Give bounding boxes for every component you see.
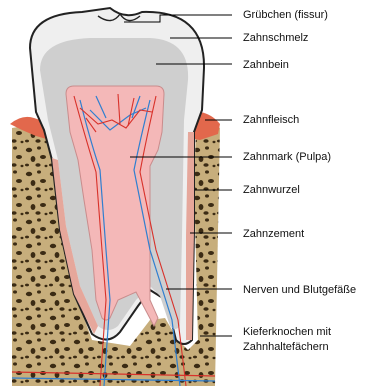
- label-jawbone-line2: Zahnhaltefächern: [243, 341, 329, 353]
- label-gum: Zahnfleisch: [243, 114, 299, 126]
- label-fissure: Grübchen (fissur): [243, 9, 328, 21]
- label-dentin: Zahnbein: [243, 59, 289, 71]
- label-cementum: Zahnzement: [243, 228, 304, 240]
- label-pulp: Zahnmark (Pulpa): [243, 151, 331, 163]
- label-nerves: Nerven und Blutgefäße: [243, 284, 356, 296]
- label-enamel: Zahnschmelz: [243, 32, 308, 44]
- label-root: Zahnwurzel: [243, 184, 300, 196]
- label-jawbone-line1: Kieferknochen mit: [243, 326, 331, 338]
